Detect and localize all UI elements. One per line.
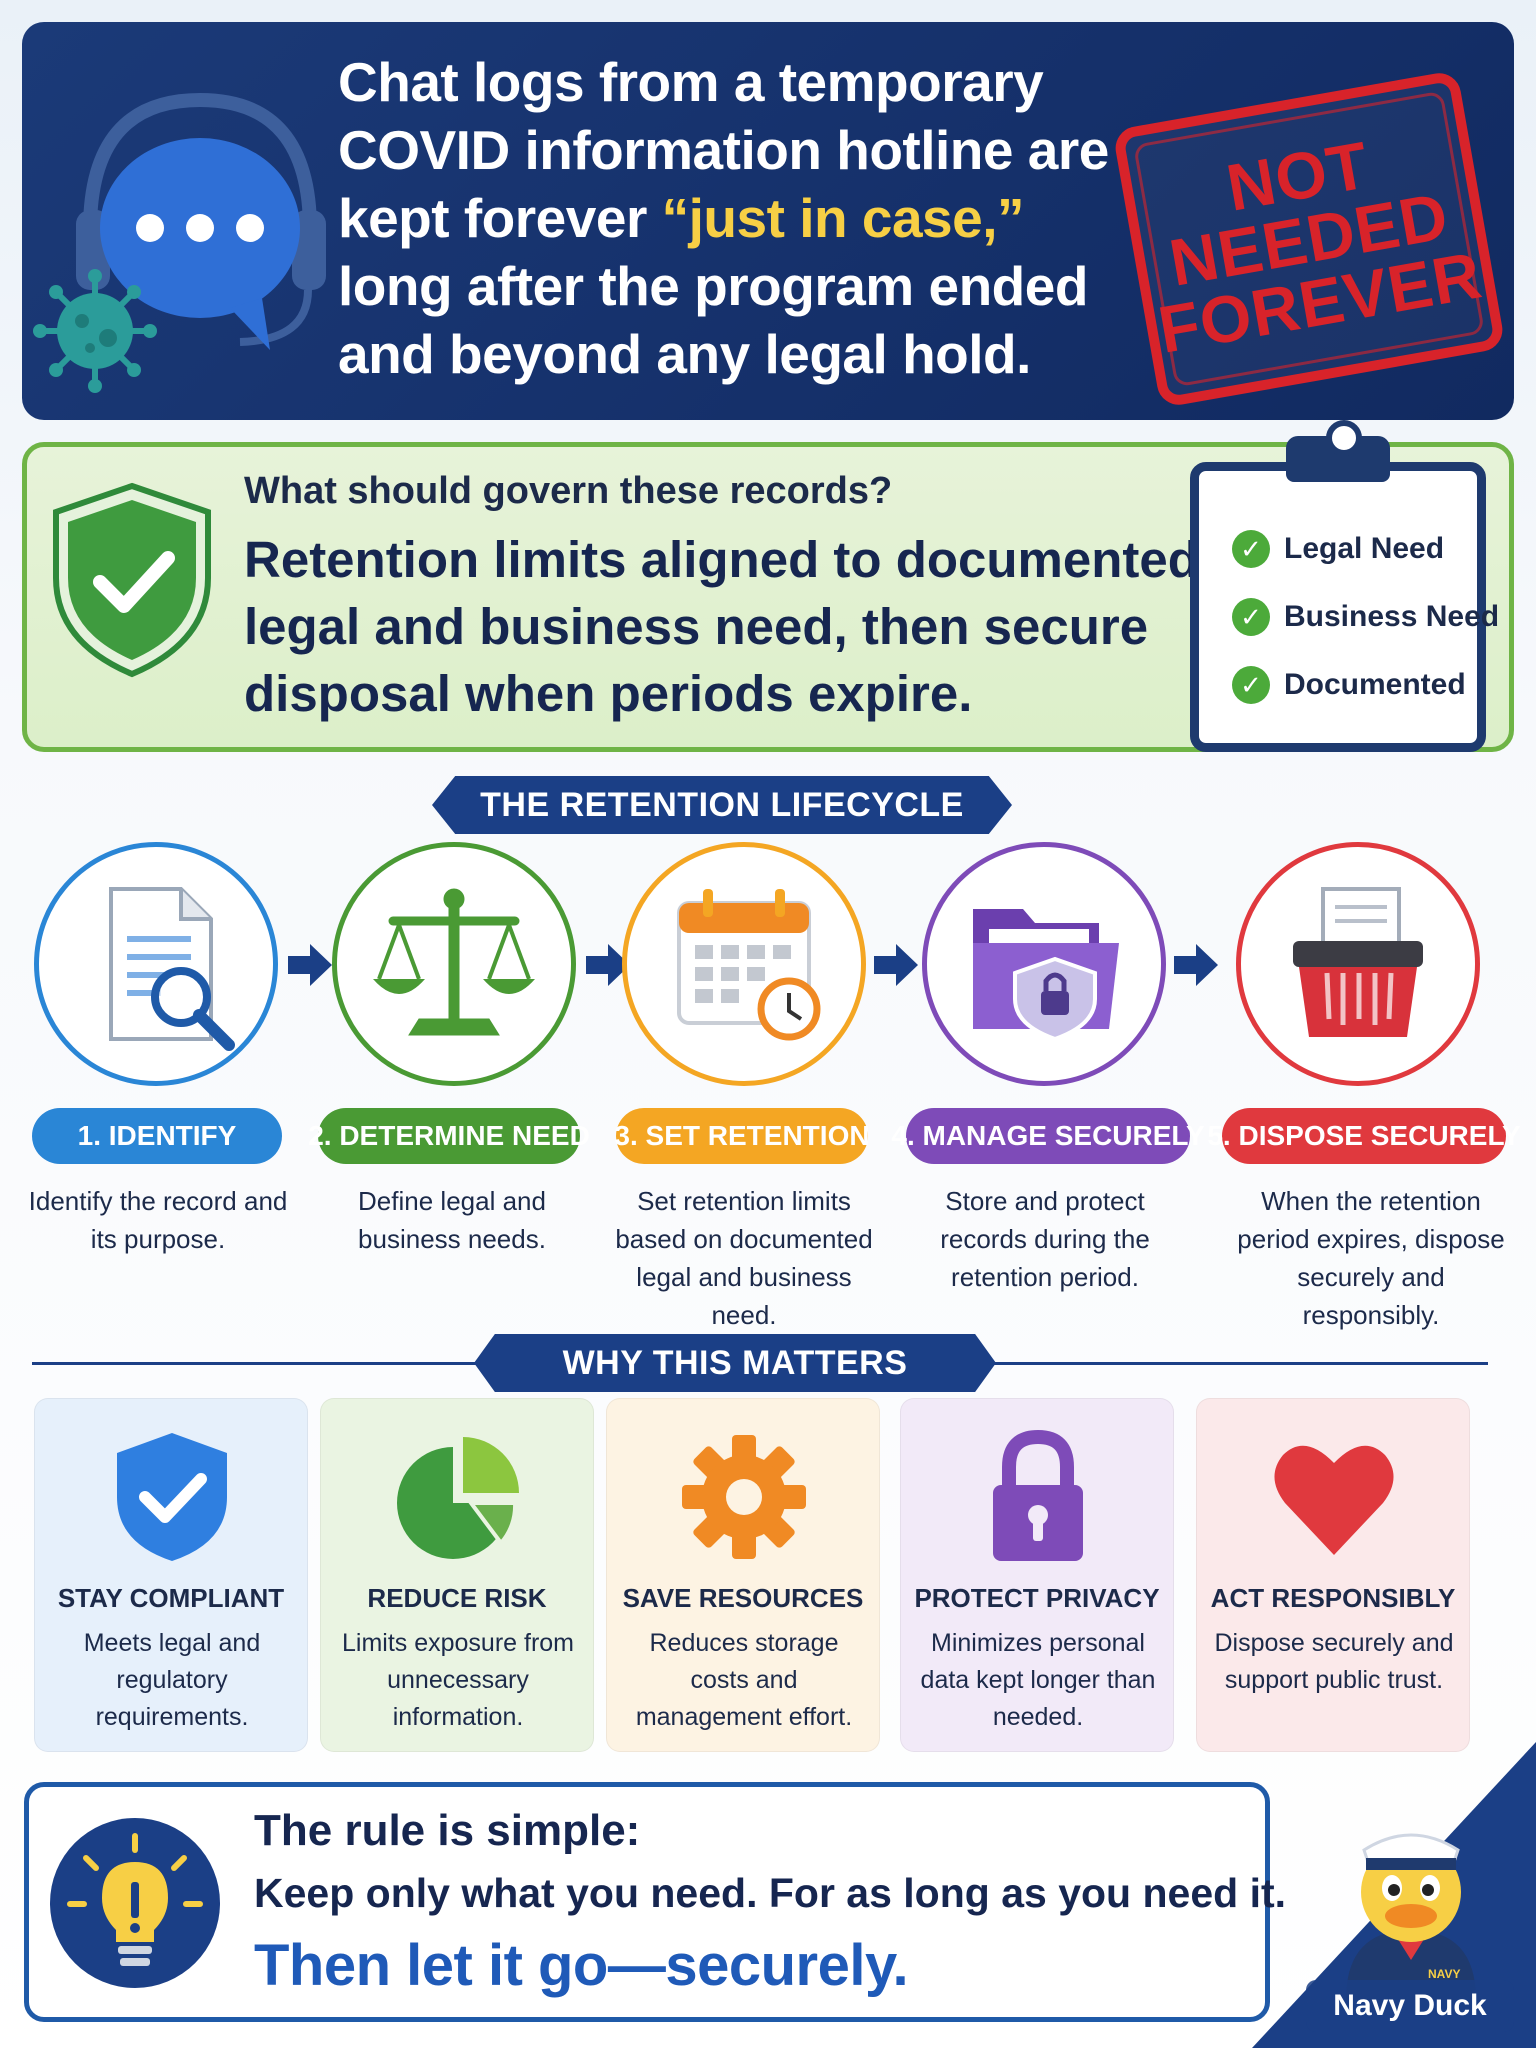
shield-check-icon <box>117 1433 227 1561</box>
step-4-desc: Store and protect records during the ret… <box>940 1186 1150 1292</box>
mascot-cap-text: NAVY <box>1428 1967 1460 1981</box>
step-5-label: 5. DISPOSE SECURELY <box>1207 1108 1521 1164</box>
checklist-item-documented: ✓ Documented <box>1232 666 1466 704</box>
header-line-3-pre: kept forever <box>338 187 662 249</box>
why-card-desc: Reduces storage costs and management eff… <box>635 1629 853 1731</box>
arrow-right-icon <box>1174 944 1218 986</box>
rule-box <box>24 1782 1270 2022</box>
header-line-4: long after the program ended <box>338 255 1088 317</box>
checklist-label: Business Need <box>1284 600 1500 633</box>
step-3-label: 3. SET RETENTION <box>614 1108 870 1164</box>
arrow-right-icon <box>288 944 332 986</box>
step-1-label: 1. IDENTIFY <box>32 1108 282 1164</box>
lightbulb-icon <box>67 1833 203 1966</box>
lightbulb-badge <box>50 1818 220 1988</box>
why-card-title: STAY COMPLIANT <box>57 1583 285 1613</box>
stamp-line-3: FOREVER <box>1153 237 1488 367</box>
step-1-desc: Identify the record and its purpose. <box>28 1186 288 1254</box>
document-search-icon <box>109 887 235 1051</box>
mascot-name: Navy Duck <box>1306 1980 1514 2032</box>
lifecycle-title: THE RETENTION LIFECYCLE <box>432 776 1012 834</box>
checklist-item-legal: ✓ Legal Need <box>1232 530 1444 568</box>
step-manage-securely-circle <box>922 842 1166 1086</box>
clipboard-clip <box>1286 420 1390 482</box>
virus-icon <box>33 269 157 393</box>
checklist-label: Documented <box>1284 668 1466 701</box>
why-card-desc: Dispose securely and support public trus… <box>1214 1629 1454 1694</box>
checklist-label: Legal Need <box>1284 532 1445 565</box>
why-card-privacy: PROTECT PRIVACY Minimizes personal data … <box>900 1398 1174 1752</box>
check-icon: ✓ <box>1232 598 1270 636</box>
why-card-title: REDUCE RISK <box>367 1583 547 1613</box>
headset-chat-icon <box>76 92 326 350</box>
shield-check-icon <box>53 482 211 678</box>
step-2-label: 2. DETERMINE NEED <box>308 1108 590 1164</box>
step-identify-circle <box>34 842 278 1086</box>
header-highlight: “just in case,” <box>661 187 1025 249</box>
arrow-right-icon <box>586 944 630 986</box>
govern-question: What should govern these records? <box>244 470 893 512</box>
why-card-compliant: STAY COMPLIANT Meets legal and regulator… <box>34 1398 308 1752</box>
arrow-right-icon <box>874 944 918 986</box>
rule-heading: The rule is simple: <box>254 1806 641 1855</box>
why-title: WHY THIS MATTERS <box>474 1334 996 1392</box>
stamp-line-1: NOT <box>1221 127 1375 225</box>
why-card-responsibly: ACT RESPONSIBLY Dispose securely and sup… <box>1196 1398 1470 1752</box>
why-card-risk: REDUCE RISK Limits exposure from unneces… <box>320 1398 594 1752</box>
why-card-desc: Limits exposure from unnecessary informa… <box>341 1629 575 1731</box>
rule-line-3: Then let it go—securely. <box>254 1933 909 1998</box>
secure-folder-icon <box>973 909 1119 1042</box>
navy-duck-mascot: NAVY <box>1346 1833 1476 2000</box>
step-5-desc: When the retention period expires, dispo… <box>1237 1186 1505 1330</box>
scales-icon <box>373 888 535 1036</box>
rule-line-2: Keep only what you need. For as long as … <box>254 1870 1287 1916</box>
calendar-clock-icon <box>677 889 821 1041</box>
gear-icon <box>682 1435 806 1559</box>
why-card-title: ACT RESPONSIBLY <box>1210 1583 1456 1613</box>
stamp-line-2: NEEDED <box>1164 178 1454 300</box>
header-statement: Chat logs from a temporary COVID informa… <box>338 48 1118 388</box>
step-3-desc: Set retention limits based on documented… <box>615 1186 873 1330</box>
step-4-label: 4. MANAGE SECURELY <box>891 1108 1205 1164</box>
pie-chart-icon <box>397 1437 519 1559</box>
step-dispose-securely-circle <box>1236 842 1480 1086</box>
shredder-icon <box>1293 887 1423 1037</box>
why-card-title: PROTECT PRIVACY <box>914 1583 1160 1613</box>
header-line-3: kept forever “just in case,” <box>338 184 1118 252</box>
step-2-desc: Define legal and business needs. <box>358 1186 546 1254</box>
why-card-title: SAVE RESOURCES <box>622 1583 864 1613</box>
header-line-1: Chat logs from a temporary <box>338 51 1044 113</box>
why-card-resources: SAVE RESOURCES Reduces storage costs and… <box>606 1398 880 1752</box>
checklist-item-business: ✓ Business Need <box>1232 598 1499 636</box>
padlock-icon <box>993 1429 1083 1561</box>
why-card-desc: Meets legal and regulatory requirements. <box>83 1629 261 1731</box>
step-determine-need-circle <box>332 842 576 1086</box>
step-set-retention-circle <box>622 842 866 1086</box>
heart-icon <box>1274 1445 1394 1555</box>
check-icon: ✓ <box>1232 666 1270 704</box>
not-needed-forever-stamp: NOT NEEDED FOREVER <box>1112 69 1506 409</box>
govern-answer: Retention limits aligned to documented l… <box>244 531 1199 722</box>
why-card-desc: Minimizes personal data kept longer than… <box>920 1629 1156 1731</box>
check-icon: ✓ <box>1232 530 1270 568</box>
header-line-2: COVID information hotline are <box>338 119 1109 181</box>
header-line-5: and beyond any legal hold. <box>338 323 1031 385</box>
